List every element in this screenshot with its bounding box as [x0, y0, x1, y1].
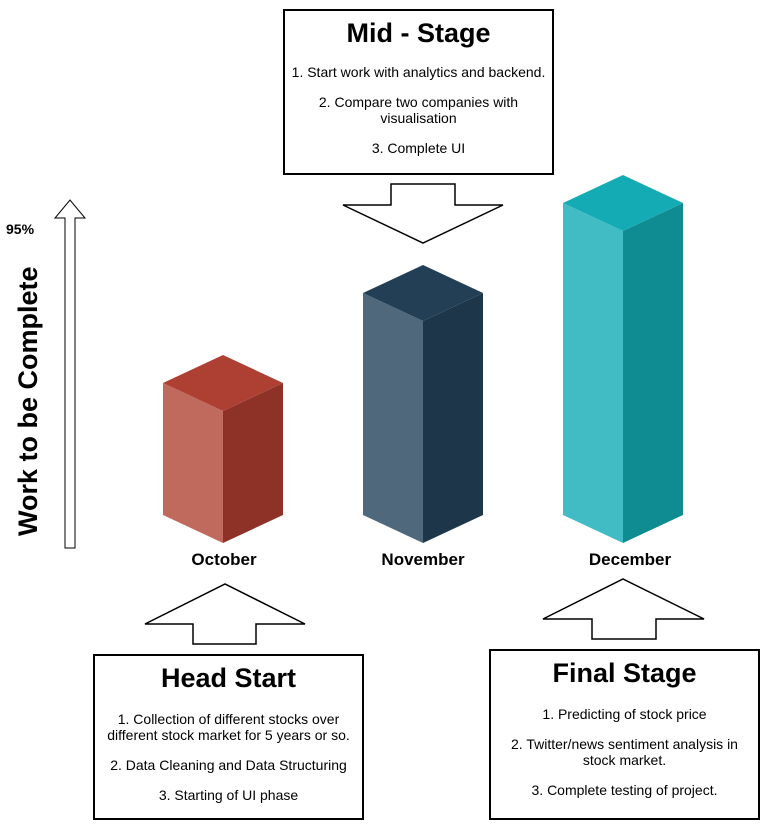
mid-stage-title: Mid - Stage [346, 18, 491, 48]
bar-november [363, 265, 483, 543]
bar-december [563, 175, 683, 543]
final-stage-item-3: 3. Complete testing of project. [531, 782, 718, 798]
percent-label: 95% [6, 221, 35, 237]
mid-stage-item-3: 3. Complete UI [371, 140, 466, 156]
up-arrow-icon [542, 578, 705, 640]
month-label-november: November [381, 550, 465, 569]
head-start-box: Head Start 1. Collection of different st… [93, 654, 364, 820]
head-start-item-3: 3. Starting of UI phase [158, 787, 299, 803]
head-start-title: Head Start [160, 663, 297, 693]
final-stage-title: Final Stage [552, 658, 697, 688]
mid-stage-item-2: 2. Compare two companies with visualisat… [318, 94, 519, 126]
final-stage-item-2: 2. Twitter/news sentiment analysis in st… [511, 736, 738, 768]
head-start-item-2: 2. Data Cleaning and Data Structuring [110, 757, 347, 773]
final-stage-box: Final Stage 1. Predicting of stock price… [489, 649, 760, 820]
month-label-december: December [588, 550, 672, 569]
down-arrow-icon [342, 183, 504, 244]
final-stage-item-1: 1. Predicting of stock price [542, 706, 707, 722]
head-start-item-1: 1. Collection of different stocks over d… [107, 711, 350, 743]
progress-arrow [53, 199, 87, 549]
mid-stage-item-1: 1. Start work with analytics and backend… [291, 64, 546, 80]
up-arrow-icon [144, 583, 306, 645]
axis-title: Work to be Complete [13, 266, 43, 536]
bar-october [163, 355, 283, 543]
month-label-october: October [191, 550, 257, 569]
mid-stage-box: Mid - Stage 1. Start work with analytics… [283, 9, 554, 175]
